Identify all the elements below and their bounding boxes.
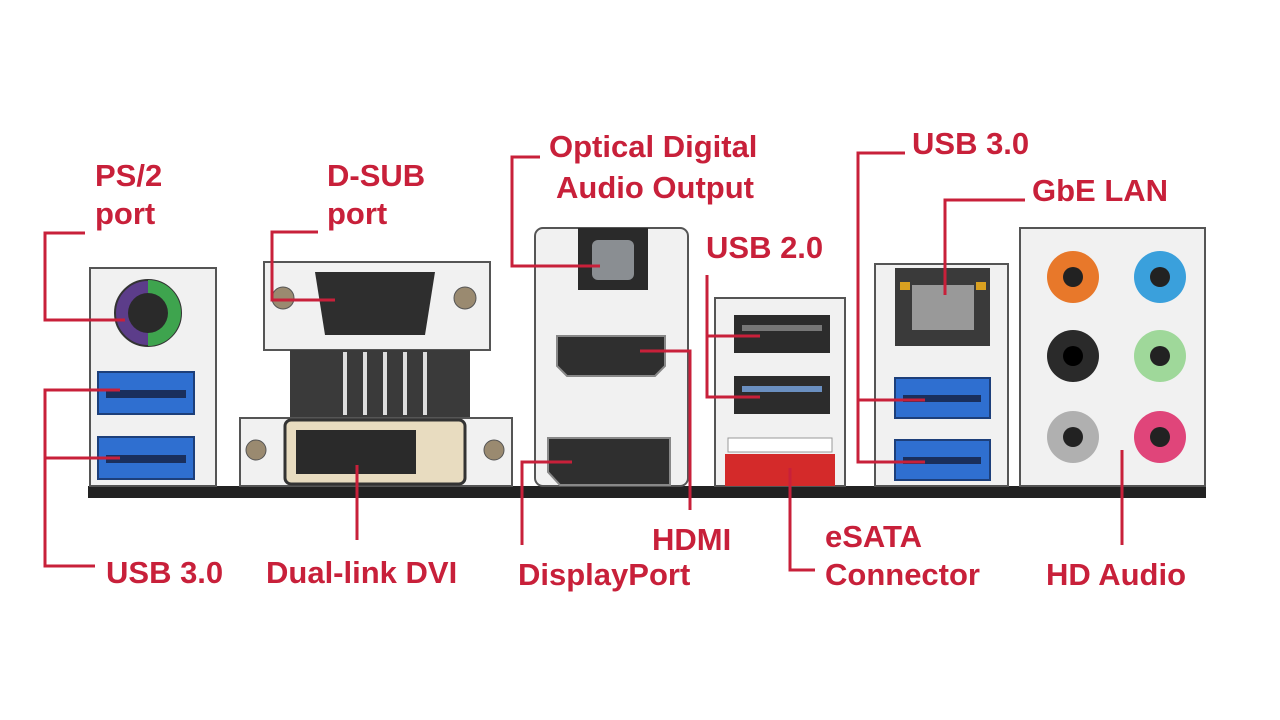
board-edge <box>88 486 1206 498</box>
esata-port <box>725 454 835 486</box>
label-displayport: DisplayPort <box>518 557 690 592</box>
label-esata: Connector <box>825 557 980 592</box>
label-gbe-lan: GbE LAN <box>1032 173 1168 208</box>
label-dvi: Dual-link DVI <box>266 555 457 590</box>
dsub-port <box>315 272 435 335</box>
usb2-esata-block <box>714 297 846 487</box>
hdmi-port <box>556 335 666 377</box>
label-usb3-left: USB 3.0 <box>106 555 223 590</box>
label-dsub: D-SUB <box>327 158 425 193</box>
label-usb2: USB 2.0 <box>706 230 823 265</box>
displayport-port <box>547 437 671 486</box>
vga-dvi-block <box>239 261 513 487</box>
label-esata: eSATA <box>825 519 922 554</box>
label-hdmi: HDMI <box>652 522 731 557</box>
usb2-port <box>734 376 830 414</box>
label-hd-audio: HD Audio <box>1046 557 1186 592</box>
leader-lines <box>43 151 1124 572</box>
label-ps2: port <box>95 196 155 231</box>
lan-usb3-block <box>874 263 1009 487</box>
av-output-block <box>534 227 689 487</box>
label-ps2: PS/2 <box>95 158 162 193</box>
audio-block <box>1019 227 1206 487</box>
label-optical: Audio Output <box>556 170 754 205</box>
usb2-port <box>734 315 830 353</box>
label-optical: Optical Digital <box>549 129 757 164</box>
label-dsub: port <box>327 196 387 231</box>
label-usb3-top: USB 3.0 <box>912 126 1029 161</box>
ps2-usb-block <box>89 267 217 487</box>
